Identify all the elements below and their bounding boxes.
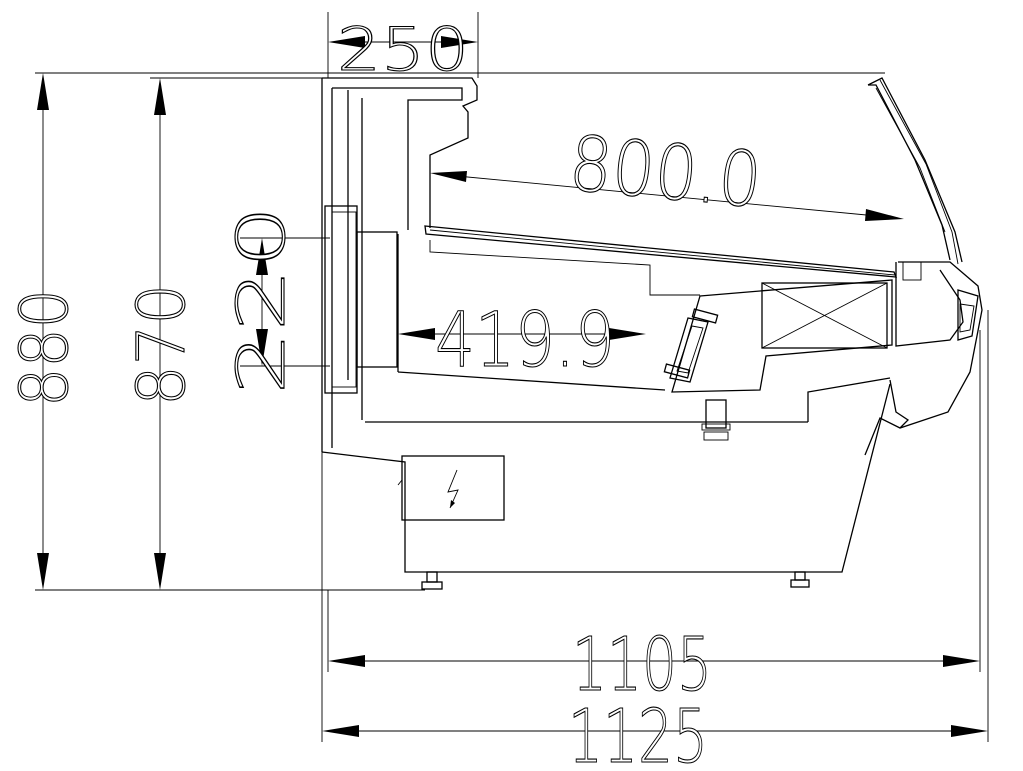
leveling-feet <box>421 571 810 590</box>
dim-total-height: 880 <box>6 289 83 407</box>
drain-fitting <box>701 399 731 441</box>
front-section <box>864 261 983 456</box>
fan-bracket <box>663 308 719 383</box>
dim-base-length: 1105 <box>572 622 712 708</box>
rear-flange <box>324 205 398 394</box>
dim-body-height: 870 <box>123 284 200 406</box>
evaporator-unit <box>663 279 893 393</box>
dimension-lines <box>37 36 988 737</box>
electrical-box <box>397 455 505 521</box>
rear-vertical-duct <box>332 87 463 230</box>
dim-shelf-length: 800.0 <box>566 118 766 225</box>
dimension-labels: 250 800.0 419.9 220 880 870 1105 1125 <box>5 14 766 771</box>
glass-lid <box>867 77 963 265</box>
lightning-bolt-icon <box>447 469 459 509</box>
dim-total-length: 1125 <box>568 694 708 771</box>
dim-top-width: 250 <box>337 15 469 85</box>
display-case-outline <box>321 77 983 590</box>
dim-vertical-gap: 220 <box>223 205 300 395</box>
rear-upper-frame <box>322 77 478 228</box>
dim-inner-depth: 419.9 <box>435 295 615 384</box>
lower-rear-panel <box>321 383 891 573</box>
